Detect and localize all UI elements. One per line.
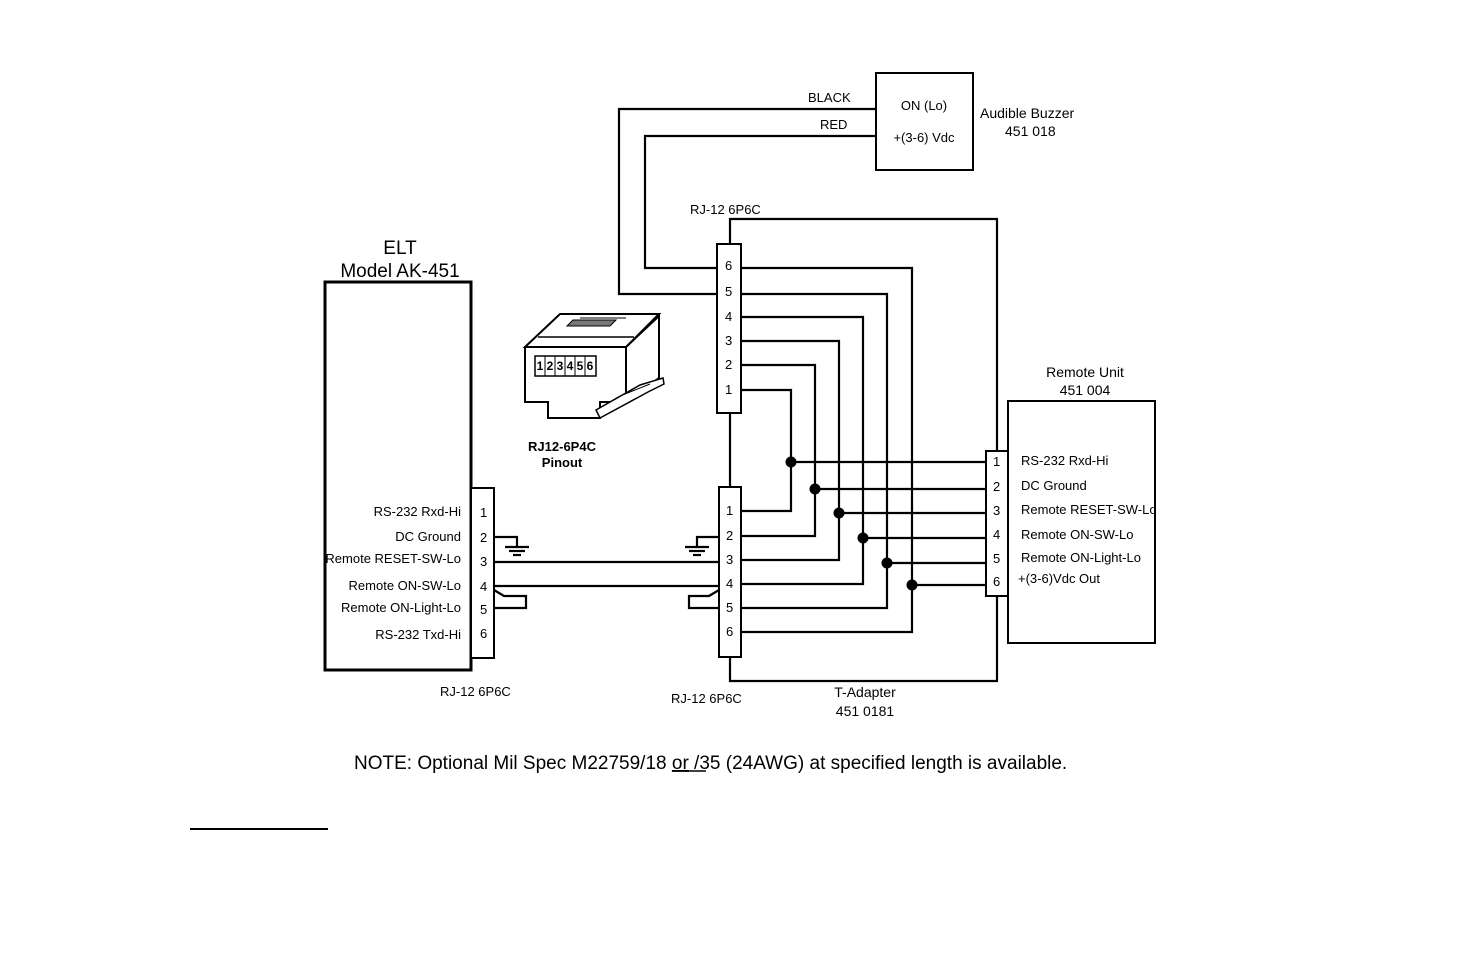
bottom-conn-pin-3: 3	[726, 552, 733, 567]
elt-conn-pin-6: 6	[480, 626, 487, 641]
bus-pin-6	[741, 266, 914, 634]
elt-title: ELT	[383, 238, 417, 259]
remote-conn-pin-2: 2	[993, 479, 1000, 494]
pinout-pin-3: 3	[557, 359, 564, 373]
bus-pin-1	[741, 388, 793, 513]
elt-conn-pin-5: 5	[480, 602, 487, 617]
remote-pin-label-4: Remote ON-SW-Lo	[1021, 527, 1133, 542]
elt-connector	[470, 487, 495, 659]
remote-conn-pin-6: 6	[993, 574, 1000, 589]
bottom-conn-pin-6: 6	[726, 624, 733, 639]
junction-dot-1	[785, 456, 797, 468]
top-conn-pin-5: 5	[725, 284, 732, 299]
elt-pin-label-4: Remote ON-SW-Lo	[349, 578, 461, 593]
red-wire	[643, 134, 876, 270]
remote-pin-label-6: +(3-6)Vdc Out	[1018, 571, 1100, 586]
bus-pin-3	[741, 339, 841, 562]
elt-box	[323, 280, 473, 672]
elt-conn-pin-1: 1	[480, 505, 487, 520]
pinout-pin-1: 1	[537, 359, 544, 373]
t-adapter-bottom-label: RJ-12 6P6C	[671, 691, 742, 706]
buzzer-name: Audible Buzzer	[980, 105, 1075, 121]
audible-buzzer: ON (Lo) +(3-6) Vdc Audible Buzzer 451 01…	[875, 72, 1075, 171]
pinout-pin-6: 6	[587, 359, 594, 373]
buzzer-terminal-vdc: +(3-6) Vdc	[893, 130, 955, 145]
bottom-conn-pin-4: 4	[726, 576, 733, 591]
bottom-conn-pin-5: 5	[726, 600, 733, 615]
remote-unit-box	[1007, 400, 1156, 644]
t-adapter-bottom-connector: 1 2 3 4 5 6 RJ-12 6P6C	[671, 486, 742, 706]
elt-pin-label-2: DC Ground	[395, 529, 461, 544]
junction-dot-6	[906, 579, 918, 591]
bottom-conn-pin-2: 2	[726, 528, 733, 543]
buzzer-part-number: 451 018	[1005, 123, 1056, 139]
bus-pin-4	[741, 315, 865, 586]
remote-pin-label-3: Remote RESET-SW-Lo	[1021, 502, 1157, 517]
note-underlined: or	[672, 753, 690, 774]
remote-unit-part-number: 451 004	[1060, 382, 1111, 398]
buzzer-box	[875, 72, 974, 171]
black-wire	[617, 107, 876, 296]
bus-pin-5	[741, 292, 889, 610]
buzzer-terminal-on: ON (Lo)	[901, 98, 947, 113]
red-wire-label: RED	[820, 117, 847, 132]
elt-conn-pin-4: 4	[480, 579, 487, 594]
left-cable-hook	[493, 589, 528, 610]
elt-unit: ELT Model AK-451 RS-232 Rxd-Hi DC Ground…	[323, 238, 511, 699]
top-conn-pin-4: 4	[725, 309, 732, 324]
top-conn-pin-6: 6	[725, 258, 732, 273]
pinout-pin-2: 2	[547, 359, 554, 373]
remote-unit-name: Remote Unit	[1046, 364, 1124, 380]
junction-dot-4	[857, 532, 869, 544]
note-prefix: NOTE: Optional Mil Spec M22759/18	[354, 753, 672, 774]
bottom-conn-pin-1: 1	[726, 503, 733, 518]
elt-pin-label-5: Remote ON-Light-Lo	[341, 600, 461, 615]
junction-dot-5	[881, 557, 893, 569]
pinout-pin-5: 5	[577, 359, 584, 373]
remote-conn-pin-3: 3	[993, 503, 1000, 518]
ground-icon-left	[494, 535, 529, 557]
top-connector-body	[716, 243, 742, 414]
remote-conn-pin-1: 1	[993, 454, 1000, 469]
remote-pin-label-2: DC Ground	[1021, 478, 1087, 493]
t-adapter-part-number: 451 0181	[836, 703, 895, 719]
buzzer-wires: BLACK RED	[617, 90, 876, 296]
note-text: NOTE: Optional Mil Spec M22759/18 or /35…	[354, 753, 1067, 774]
remote-unit-connector	[985, 450, 1009, 597]
t-adapter-top-connector: RJ-12 6P6C 6 5 4 3 2 1	[690, 202, 761, 414]
ground-icon-right	[685, 535, 719, 557]
top-conn-pin-3: 3	[725, 333, 732, 348]
remote-pin-label-5: Remote ON-Light-Lo	[1021, 550, 1141, 565]
pinout-subtitle: Pinout	[542, 455, 583, 470]
t-adapter-top-label: RJ-12 6P6C	[690, 202, 761, 217]
pinout-title: RJ12-6P4C	[528, 439, 597, 454]
junction-dot-3	[833, 507, 845, 519]
note-suffix: /35 (24AWG) at specified length is avail…	[689, 753, 1067, 774]
right-cable-hook	[687, 589, 720, 610]
top-conn-pin-1: 1	[725, 382, 732, 397]
rj12-plug-icon: 1 2 3 4 5 6	[522, 313, 665, 420]
elt-conn-pin-2: 2	[480, 530, 487, 545]
remote-conn-pin-5: 5	[993, 551, 1000, 566]
remote-unit: Remote Unit 451 004 1 2 3 4 5 6 RS-232 R…	[985, 364, 1157, 644]
remote-pin-label-1: RS-232 Rxd-Hi	[1021, 453, 1109, 468]
elt-pin-label-3: Remote RESET-SW-Lo	[325, 551, 461, 566]
junction-dot-2	[809, 483, 821, 495]
elt-pin-label-1: RS-232 Rxd-Hi	[374, 504, 462, 519]
remote-conn-pin-4: 4	[993, 527, 1000, 542]
t-adapter-wiring	[728, 217, 999, 683]
top-conn-pin-2: 2	[725, 357, 732, 372]
elt-connector-label: RJ-12 6P6C	[440, 684, 511, 699]
elt-pin-label-6: RS-232 Txd-Hi	[375, 627, 461, 642]
pinout-pin-4: 4	[567, 359, 574, 373]
elt-model: Model AK-451	[340, 261, 459, 282]
black-wire-label: BLACK	[808, 90, 851, 105]
t-adapter-name: T-Adapter	[834, 684, 896, 700]
interconnect-cable	[493, 560, 720, 610]
bus-pin-2	[741, 363, 817, 538]
bottom-connector-body	[718, 486, 742, 658]
elt-conn-pin-3: 3	[480, 554, 487, 569]
